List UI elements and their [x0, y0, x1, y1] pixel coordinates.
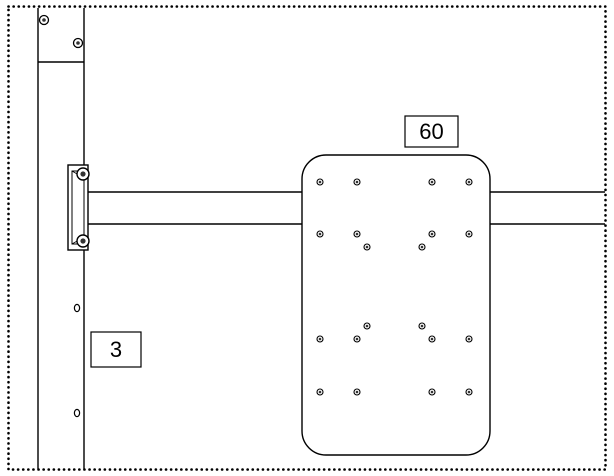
plate-hole-center — [430, 232, 434, 236]
plate-hole-center — [365, 245, 369, 249]
plate-hole-center — [318, 180, 322, 184]
plate-hole-center — [430, 390, 434, 394]
plate-hole-center — [318, 232, 322, 236]
post-holes — [73, 303, 81, 418]
plate-hole-center — [430, 337, 434, 341]
plate-hole-center — [318, 337, 322, 341]
callout-60: 60 — [404, 115, 459, 148]
plate-hole-center — [355, 180, 359, 184]
callout-3: 3 — [90, 331, 142, 368]
mounting-plate — [301, 154, 491, 456]
mounting-bracket — [67, 164, 90, 251]
plate-hole-center — [318, 390, 322, 394]
plate-hole-center — [430, 180, 434, 184]
post-top-screws — [38, 14, 84, 49]
callout-60-label: 60 — [419, 119, 443, 144]
plate-holes — [316, 178, 473, 396]
plate-hole-center — [467, 390, 471, 394]
plate-hole-center — [420, 324, 424, 328]
plate-hole-center — [365, 324, 369, 328]
plate-hole-center — [355, 390, 359, 394]
plate-hole-center — [467, 232, 471, 236]
plate-hole-center — [420, 245, 424, 249]
plate-hole-center — [467, 180, 471, 184]
callout-3-label: 3 — [110, 337, 122, 362]
plate-hole-center — [355, 337, 359, 341]
plate-hole-center — [467, 337, 471, 341]
plate-hole-center — [355, 232, 359, 236]
